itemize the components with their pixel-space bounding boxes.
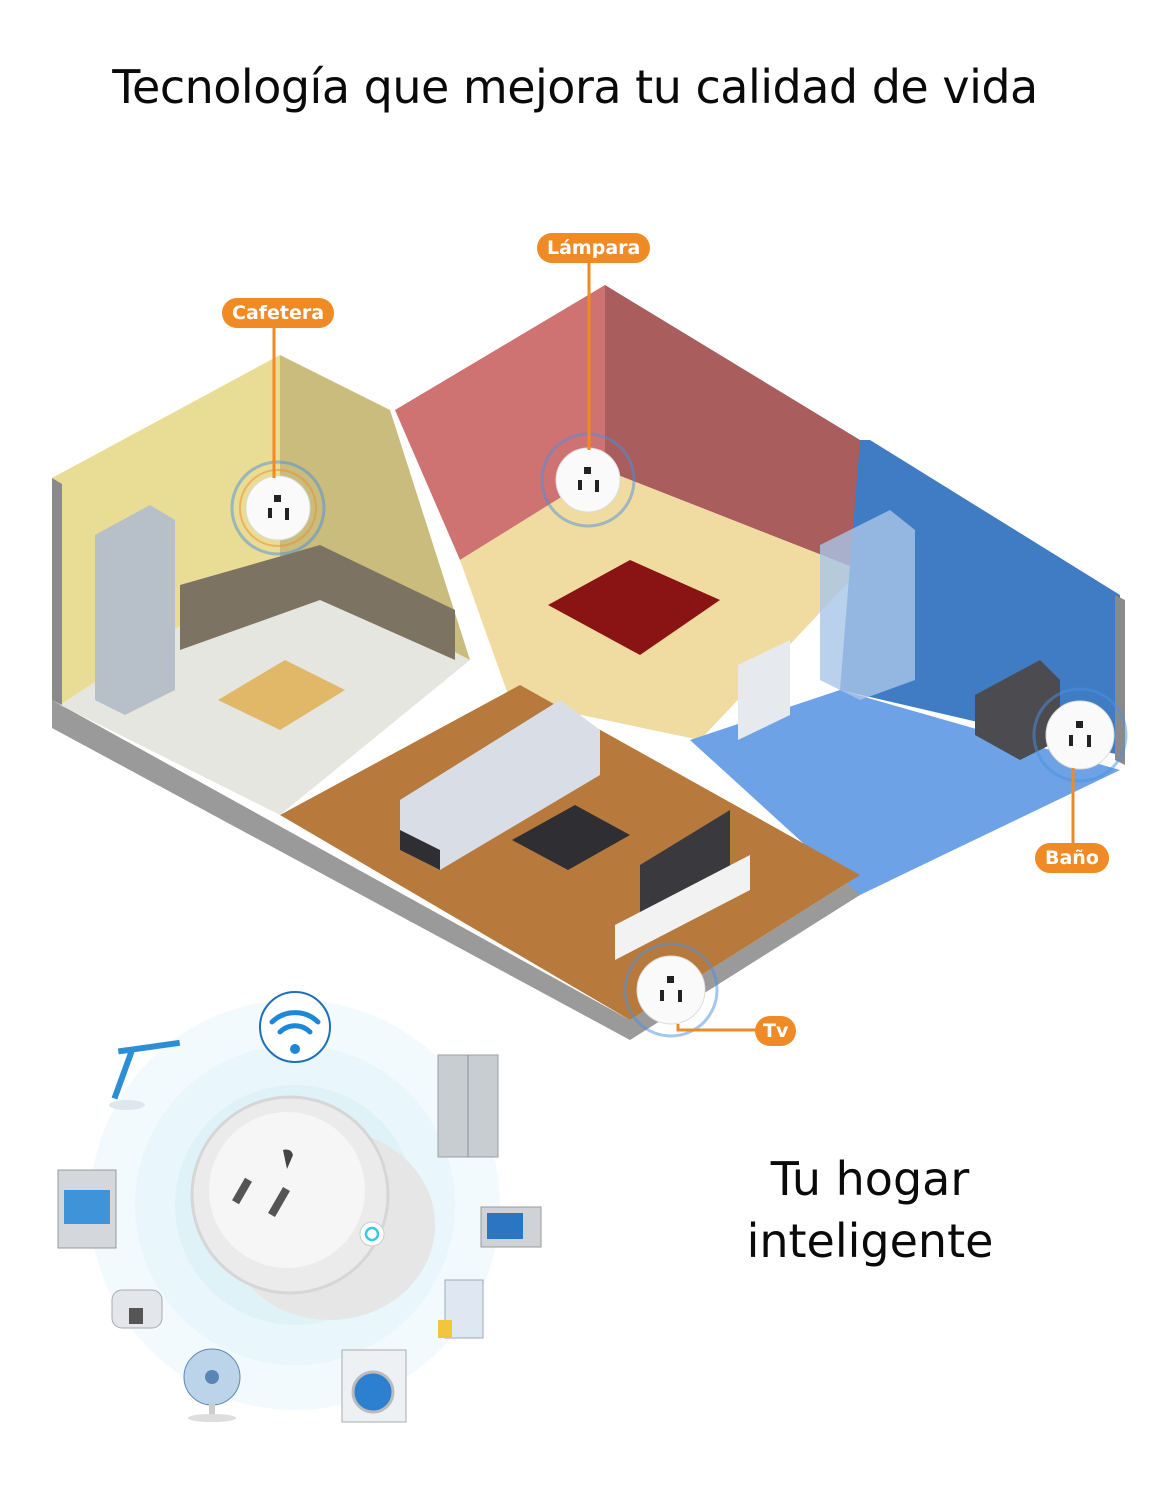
oven-icon [57, 1169, 117, 1249]
smart-plug-bathroom [1032, 687, 1128, 783]
microwave-icon [480, 1206, 542, 1248]
smart-plug-living-room [623, 942, 719, 1038]
room-tag-living-room: Tv [755, 1016, 797, 1046]
wifi-icon [259, 991, 331, 1063]
juicer-icon [438, 1279, 484, 1339]
slogan-line-2: inteligente [746, 1214, 994, 1268]
room-tag-bedroom: Lámpara [537, 233, 651, 263]
desk-lamp-icon [109, 1039, 181, 1110]
smart-plug-kitchen [230, 460, 326, 556]
washing-machine-icon [341, 1349, 407, 1423]
room-tag-bathroom: Baño [1035, 843, 1109, 873]
slogan-line-1: Tu hogar [770, 1152, 970, 1206]
room-tag-kitchen: Cafetera [222, 298, 335, 328]
slogan: Tu hogar inteligente [700, 1148, 1040, 1272]
refrigerator-icon [437, 1054, 499, 1158]
page-title: Tecnología que mejora tu calidad de vida [112, 60, 1038, 114]
fan-icon [183, 1348, 241, 1422]
rice-cooker-icon [111, 1289, 163, 1329]
smart-plug-product [190, 1095, 435, 1320]
smart-plug-bedroom [540, 432, 636, 528]
